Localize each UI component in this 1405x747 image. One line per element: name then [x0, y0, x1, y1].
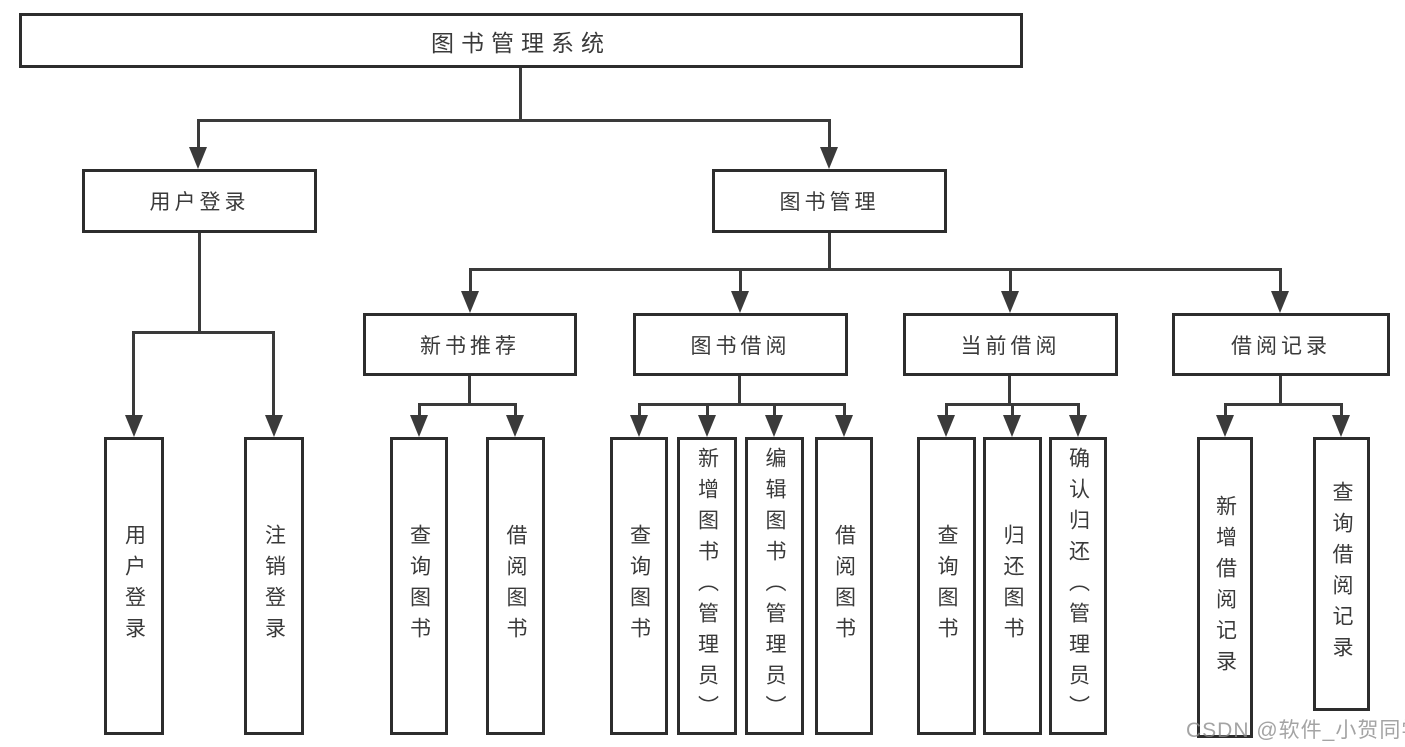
- arrow-down-icon: [1003, 415, 1021, 437]
- arrow-down-icon: [937, 415, 955, 437]
- node-borrow-record: 借阅记录: [1172, 313, 1390, 376]
- connector-line: [638, 403, 845, 406]
- node-new-book-recommend: 新书推荐: [363, 313, 577, 376]
- leaf-query-book-borrow: 查询图书: [610, 437, 668, 735]
- node-book-management-label: 图书管理: [779, 191, 880, 214]
- arrow-down-icon: [820, 147, 838, 169]
- connector-line: [638, 403, 641, 416]
- arrow-down-icon: [1271, 291, 1289, 313]
- leaf-add-book-admin-label: 新增图书（管理员）: [695, 446, 719, 726]
- connector-line: [1009, 268, 1012, 292]
- connector-line: [739, 268, 742, 292]
- connector-line: [132, 331, 135, 416]
- connector-line: [1224, 403, 1227, 416]
- arrow-down-icon: [461, 291, 479, 313]
- connector-line: [1224, 403, 1342, 406]
- node-current-borrow: 当前借阅: [903, 313, 1118, 376]
- leaf-borrow-book: 借阅图书: [815, 437, 873, 735]
- connector-line: [738, 376, 741, 406]
- connector-line: [1279, 376, 1282, 406]
- leaf-query-borrow-record: 查询借阅记录: [1313, 437, 1370, 711]
- leaf-confirm-return-admin: 确认归还（管理员）: [1049, 437, 1107, 735]
- connector-line: [197, 119, 831, 122]
- leaf-user-login: 用户登录: [104, 437, 164, 735]
- arrow-down-icon: [630, 415, 648, 437]
- arrow-down-icon: [835, 415, 853, 437]
- csdn-watermark: CSDN @软件_小贺同学: [1186, 719, 1405, 742]
- connector-line: [1340, 403, 1343, 416]
- node-new-book-recommend-label: 新书推荐: [420, 334, 520, 358]
- leaf-return-book-label: 归还图书: [1001, 524, 1024, 648]
- connector-line: [828, 233, 831, 270]
- node-book-management: 图书管理: [712, 169, 947, 233]
- leaf-confirm-return-admin-label: 确认归还（管理员）: [1066, 446, 1090, 726]
- node-root: 图书管理系统: [19, 13, 1023, 68]
- arrow-down-icon: [410, 415, 428, 437]
- connector-line: [706, 403, 709, 416]
- leaf-logout: 注销登录: [244, 437, 304, 735]
- connector-line: [1279, 268, 1282, 292]
- leaf-add-borrow-record: 新增借阅记录: [1197, 437, 1253, 738]
- connector-line: [469, 268, 1281, 271]
- leaf-edit-book-admin-label: 编辑图书（管理员）: [763, 446, 786, 726]
- node-current-borrow-label: 当前借阅: [960, 334, 1061, 358]
- leaf-add-book-admin: 新增图书（管理员）: [677, 437, 737, 735]
- connector-line: [843, 403, 846, 416]
- leaf-borrow-book-recommend-label: 借阅图书: [504, 524, 527, 648]
- connector-line: [469, 268, 472, 292]
- arrow-down-icon: [1069, 415, 1087, 437]
- leaf-query-book-recommend-label: 查询图书: [407, 524, 431, 648]
- connector-line: [272, 331, 275, 416]
- node-borrow-record-label: 借阅记录: [1231, 334, 1331, 358]
- leaf-borrow-book-recommend: 借阅图书: [486, 437, 545, 735]
- node-user-login: 用户登录: [82, 169, 317, 233]
- arrow-down-icon: [765, 415, 783, 437]
- leaf-query-book-recommend: 查询图书: [390, 437, 448, 735]
- leaf-query-borrow-record-label: 查询借阅记录: [1330, 481, 1353, 667]
- arrow-down-icon: [189, 147, 207, 169]
- connector-line: [945, 403, 948, 416]
- node-user-login-label: 用户登录: [149, 191, 250, 214]
- arrow-down-icon: [1216, 415, 1234, 437]
- leaf-query-book-current: 查询图书: [917, 437, 976, 735]
- connector-line: [519, 68, 522, 120]
- connector-line: [828, 119, 831, 148]
- connector-line: [198, 233, 201, 333]
- node-root-label: 图书管理系统: [431, 29, 611, 56]
- connector-line: [514, 403, 517, 416]
- arrow-down-icon: [1001, 291, 1019, 313]
- leaf-borrow-book-label: 借阅图书: [832, 524, 856, 648]
- connector-line: [1077, 403, 1080, 416]
- leaf-user-login-label: 用户登录: [122, 524, 146, 648]
- leaf-query-book-current-label: 查询图书: [935, 524, 958, 648]
- arrow-down-icon: [698, 415, 716, 437]
- connector-line: [197, 119, 200, 148]
- leaf-query-book-borrow-label: 查询图书: [627, 524, 651, 648]
- connector-line: [1008, 376, 1011, 406]
- leaf-edit-book-admin: 编辑图书（管理员）: [745, 437, 804, 735]
- arrow-down-icon: [731, 291, 749, 313]
- connector-line: [773, 403, 776, 416]
- leaf-add-borrow-record-label: 新增借阅记录: [1213, 494, 1237, 681]
- arrow-down-icon: [1332, 415, 1350, 437]
- leaf-logout-label: 注销登录: [262, 524, 286, 648]
- arrow-down-icon: [125, 415, 143, 437]
- leaf-return-book: 归还图书: [983, 437, 1042, 735]
- connector-line: [133, 331, 275, 334]
- connector-line: [418, 403, 517, 406]
- connector-line: [418, 403, 421, 416]
- arrow-down-icon: [506, 415, 524, 437]
- node-book-borrow: 图书借阅: [633, 313, 848, 376]
- connector-line: [468, 376, 471, 406]
- connector-line: [1011, 403, 1014, 416]
- arrow-down-icon: [265, 415, 283, 437]
- node-book-borrow-label: 图书借阅: [690, 334, 791, 358]
